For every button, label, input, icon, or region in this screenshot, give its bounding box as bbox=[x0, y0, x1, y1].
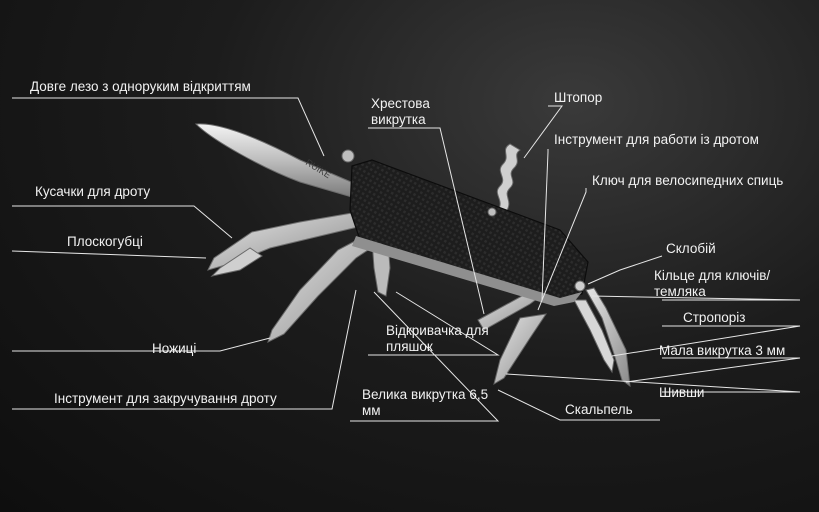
strap-cutter-tool bbox=[585, 287, 631, 388]
leader-lines bbox=[11, 97, 801, 422]
key-ring-pin bbox=[574, 280, 586, 292]
label-large-screwdriver: Велика викрутка 6,5 мм bbox=[362, 387, 492, 419]
handle-liner bbox=[352, 236, 582, 306]
label-spoke-wrench: Ключ для велосипедних спиць bbox=[592, 173, 784, 188]
label-awl: Шивши bbox=[659, 385, 705, 400]
saw-blade-tool bbox=[573, 299, 615, 374]
label-small-screwdriver: Мала викрутка 3 мм bbox=[659, 343, 786, 358]
label-key-ring-text: Кільце для ключів/ темляка bbox=[654, 268, 771, 299]
label-long-blade: Довге лезо з одноруким відкриттям bbox=[30, 79, 251, 94]
label-wire-cutters: Кусачки для дроту bbox=[35, 184, 151, 199]
pivot-pin bbox=[341, 149, 355, 163]
label-corkscrew: Штопор bbox=[554, 90, 603, 105]
long-blade bbox=[194, 123, 359, 198]
label-strap-cutter: Стропоріз bbox=[683, 310, 746, 325]
pliers-jaw-lower bbox=[210, 247, 263, 277]
label-wire-tool: Інструмент для работи із дротом bbox=[554, 132, 759, 147]
label-wire-twister: Інструмент для закручування дроту bbox=[54, 391, 277, 406]
label-key-ring: Кільце для ключів/ темляка bbox=[654, 268, 804, 300]
corkscrew-tool bbox=[496, 143, 521, 213]
large-screwdriver-tool bbox=[493, 313, 548, 386]
label-phillips-text: Хрестова викрутка bbox=[371, 96, 430, 127]
label-phillips: Хрестова викрутка bbox=[371, 96, 451, 128]
label-scalpel: Скальпель bbox=[565, 402, 633, 417]
label-bottle-opener: Відкривачка для пляшок bbox=[386, 323, 506, 355]
handle bbox=[349, 159, 589, 301]
label-large-screwdriver-text: Велика викрутка 6,5 мм bbox=[362, 387, 489, 418]
label-scissors: Ножиці bbox=[152, 341, 197, 356]
label-glass-breaker: Склобій bbox=[666, 241, 716, 256]
label-bottle-opener-text: Відкривачка для пляшок bbox=[386, 323, 489, 354]
label-pliers: Плоскогубці bbox=[67, 234, 143, 249]
corkscrew-pin bbox=[487, 207, 497, 217]
